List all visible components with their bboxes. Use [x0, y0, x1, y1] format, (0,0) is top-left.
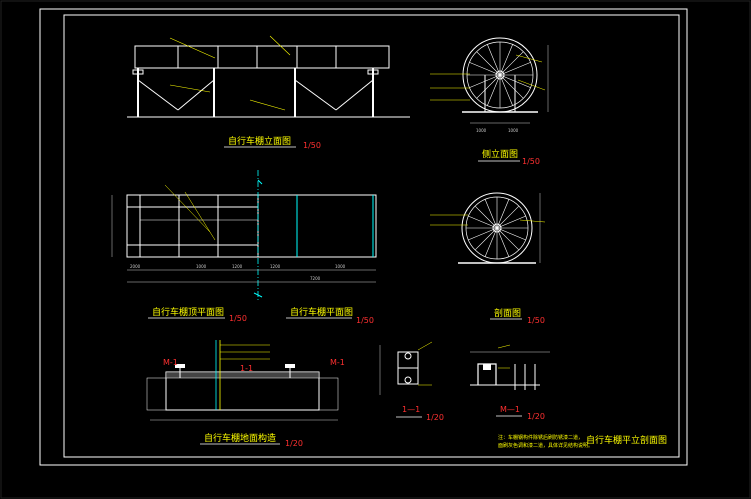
wheel-spoke [474, 227, 498, 251]
section-1-1-view: 1—1 1/20 [379, 341, 444, 422]
wheel-spoke [496, 227, 526, 241]
notes-block: 注：车棚钢构件除锈后刷防锈漆二道， 面刷灰色调和漆二道，具体详见结构说明。 自行… [498, 434, 667, 449]
wheel-spoke [487, 74, 501, 106]
front-elevation-scale: 1/50 [303, 141, 321, 150]
ground-detail-view: M-1 M-1 1-1 自行车棚地面构造 1/20 [146, 340, 345, 448]
section-m-1-view: M—1 1/20 [470, 344, 550, 421]
sheet-outer-frame [39, 8, 688, 466]
footer-note-line1: 注：车棚钢构件除锈后刷防锈漆二道， [498, 434, 583, 441]
ground-detail-scale: 1/20 [285, 439, 303, 448]
ground-m1-left: M-1 [163, 358, 178, 367]
wheel-spoke [484, 227, 498, 257]
wheel-spoke [474, 205, 498, 229]
roof-plan-scale: 1/50 [229, 314, 247, 323]
svg-text:1200: 1200 [232, 264, 243, 269]
wheel-spoke [499, 74, 513, 106]
side-elevation-spokes [467, 42, 533, 108]
wheel-spoke [499, 62, 531, 76]
s11-title: 1—1 [402, 405, 420, 414]
side-elevation-view: 1000 1000 侧立面图 1/50 [430, 37, 549, 166]
svg-text:1000: 1000 [196, 264, 207, 269]
wheel-spoke [496, 215, 526, 229]
s11-scale: 1/20 [426, 413, 444, 422]
wheel-spoke [499, 74, 524, 99]
wheel-spoke [469, 62, 501, 76]
section-view: 剖面图 1/50 [430, 192, 546, 325]
section-scale: 1/50 [527, 316, 545, 325]
wheel-spoke [476, 74, 501, 99]
side-elevation-title: 侧立面图 [482, 148, 518, 160]
wheel-spoke [496, 227, 520, 251]
front-elevation-view: 自行车棚立面图 1/50 [127, 35, 410, 150]
wheel-spoke [496, 227, 510, 257]
wheel-spoke [476, 51, 501, 76]
roof-plan-title: 自行车棚顶平面图 [152, 306, 224, 318]
side-elevation-scale: 1/50 [522, 157, 540, 166]
svg-text:7200: 7200 [310, 276, 321, 281]
svg-text:1000: 1000 [476, 128, 487, 133]
wheel-spoke [499, 44, 513, 76]
sheet-inner-frame [63, 14, 680, 458]
svg-text:1200: 1200 [270, 264, 281, 269]
ground-detail-title: 自行车棚地面构造 [204, 432, 276, 444]
m1-scale: 1/20 [527, 412, 545, 421]
wheel-spoke [484, 199, 498, 229]
svg-text:1000: 1000 [508, 128, 519, 133]
wheel-spoke [496, 199, 510, 229]
floor-plan-scale: 1/50 [356, 316, 374, 325]
section-spokes [466, 197, 528, 259]
wheel-spoke [496, 205, 520, 229]
ground-m1-right: M-1 [330, 358, 345, 367]
sheet-title: 自行车棚平立剖面图 [586, 434, 667, 446]
svg-text:1000: 1000 [335, 264, 346, 269]
wheel-spoke [468, 215, 498, 229]
floor-plan-title: 自行车棚平面图 [290, 306, 353, 318]
section-title: 剖面图 [494, 307, 521, 319]
front-elevation-title: 自行车棚立面图 [228, 135, 291, 147]
ground-s11: 1-1 [240, 364, 253, 373]
wheel-spoke [487, 44, 501, 76]
wheel-spoke [499, 51, 524, 76]
footer-note-line2: 面刷灰色调和漆二道，具体详见结构说明。 [498, 442, 593, 449]
wheel-spoke [468, 227, 498, 241]
m1-title: M—1 [500, 405, 520, 414]
svg-text:2000: 2000 [130, 264, 141, 269]
